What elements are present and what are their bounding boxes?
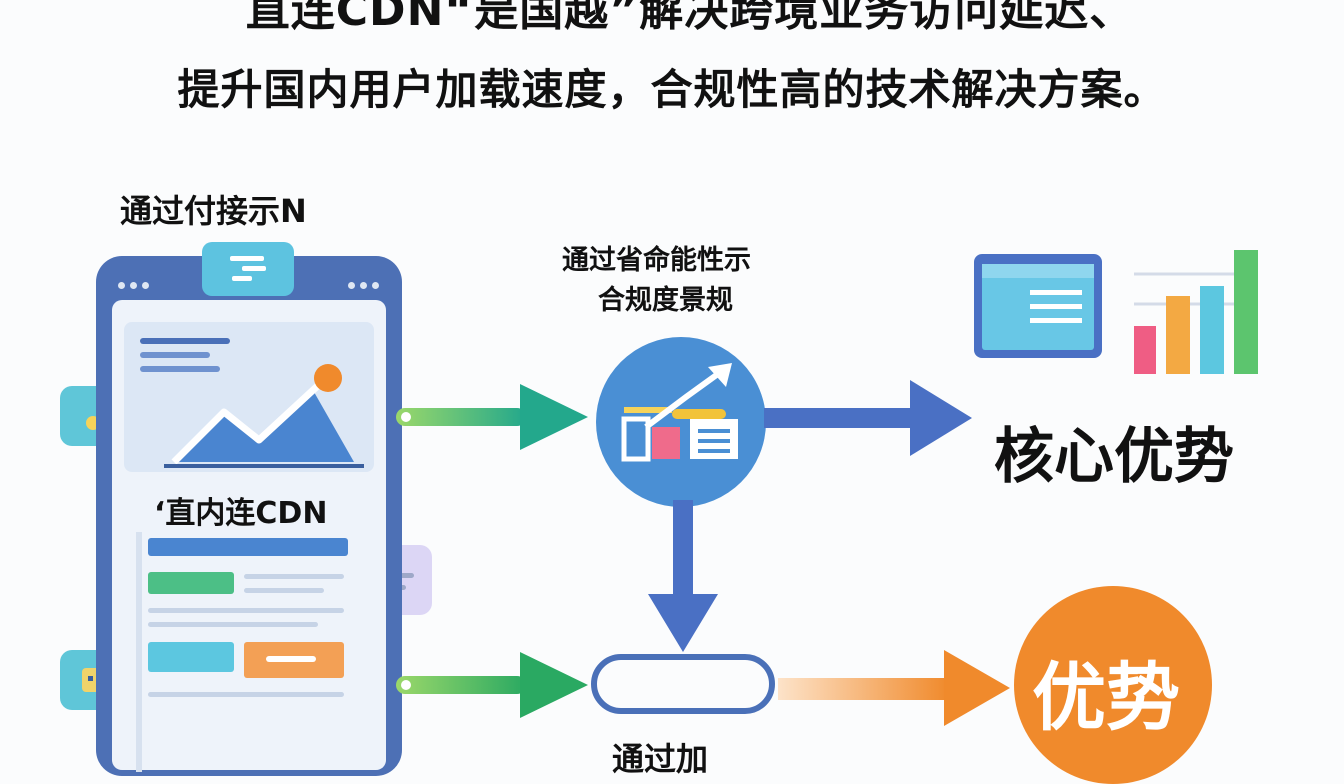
phone-inner-label: ‘直内连CDN bbox=[154, 496, 328, 531]
arrow-green-top bbox=[396, 384, 588, 450]
label-bottom-partial: 通过加 bbox=[612, 740, 709, 778]
arrow-orange-right bbox=[778, 650, 1010, 726]
headline-line-1: 直连CDN“是国越”解决跨境业务访问延迟、 bbox=[245, 0, 1135, 36]
label-middle-line-2: 合规度景规 bbox=[598, 285, 733, 316]
phone-screen: ‘直内连CDN bbox=[112, 300, 386, 772]
core-advantage-label: 核心优势 bbox=[994, 422, 1234, 492]
dashboard-window-icon bbox=[974, 254, 1102, 358]
bar-chart-icon bbox=[1134, 250, 1258, 374]
arrow-blue-right bbox=[764, 380, 972, 456]
label-middle-line-1: 通过省命能性示 bbox=[562, 245, 751, 276]
phone-icon: ‘直内连CDN bbox=[96, 242, 402, 776]
process-pill bbox=[591, 654, 775, 714]
headline-line-2: 提升国内用户加载速度，合规性高的技术解决方案。 bbox=[177, 65, 1167, 114]
advantage-circle: 优势 bbox=[1014, 586, 1212, 784]
document-card-icon bbox=[136, 532, 366, 772]
analytics-icon bbox=[596, 337, 766, 507]
phone-notch-icon bbox=[202, 242, 294, 296]
label-top-left: 通过付接示N bbox=[120, 192, 307, 230]
advantage-label: 优势 bbox=[1032, 655, 1180, 741]
line-chart-icon bbox=[124, 322, 374, 472]
arrow-blue-down bbox=[648, 500, 718, 652]
arrow-green-bottom bbox=[396, 652, 588, 718]
